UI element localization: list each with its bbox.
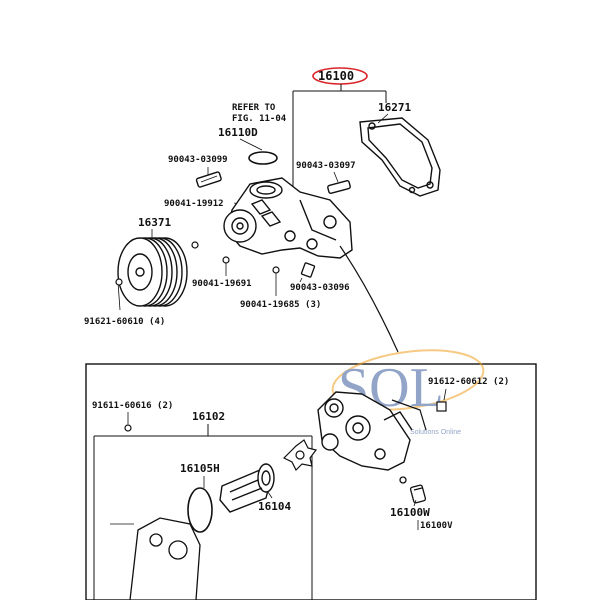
oring-lower-label: 16105H [180,462,220,475]
pulley-label: 16371 [138,216,171,229]
bolt-d-label: 90041-19691 [192,279,252,289]
bolt-b-label: 90043-03097 [296,161,356,171]
gasket-label: 16271 [378,101,411,114]
assembly-number: 16100 [318,69,354,83]
sensor-icon [399,476,427,504]
refer-to-label-1: REFER TO [232,103,276,113]
water-pump-icon [223,177,353,259]
bolt-icon [436,401,447,412]
bolt-e-label: 90043-03096 [290,283,350,293]
housing-partial-icon [129,517,201,600]
bolt-a-label: 90043-03099 [168,155,228,165]
oring-upper-label: 16110D [218,126,258,139]
truncated-label: 16100V [420,521,453,531]
plug-icon-2 [327,180,351,194]
bearing-shaft-icon [219,463,275,513]
bolt-c-label: 90041-19912 [164,199,224,209]
assembly-callout: 16100 [292,67,387,205]
bolt-g-label: 91621-60610 (4) [84,317,165,327]
bolt-i-label: 91612-60612 (2) [428,377,509,387]
bolt-f-label: 90041-19685 (3) [240,300,321,310]
pulley-icon [117,237,188,307]
highlight-ellipse [312,67,368,85]
oring-upper-icon [248,151,278,165]
watermark-subtext: Solutions Online [410,429,461,436]
refer-to-label-2: FIG. 11-04 [232,114,287,124]
bolt-h-label: 91611-60616 (2) [92,401,173,411]
impeller-icon [282,439,318,472]
plug-icon [195,171,222,188]
oring-lower-icon [187,487,213,533]
detail-box [85,363,537,600]
sub-assembly-label: 16102 [192,410,225,423]
leader-line [339,245,399,353]
plug-icon-3 [300,262,316,278]
sensor-label: 16100W [390,506,430,519]
water-pump-lower-icon [317,391,427,471]
gasket-icon [359,117,441,197]
impeller-part-label: 16104 [258,500,291,513]
